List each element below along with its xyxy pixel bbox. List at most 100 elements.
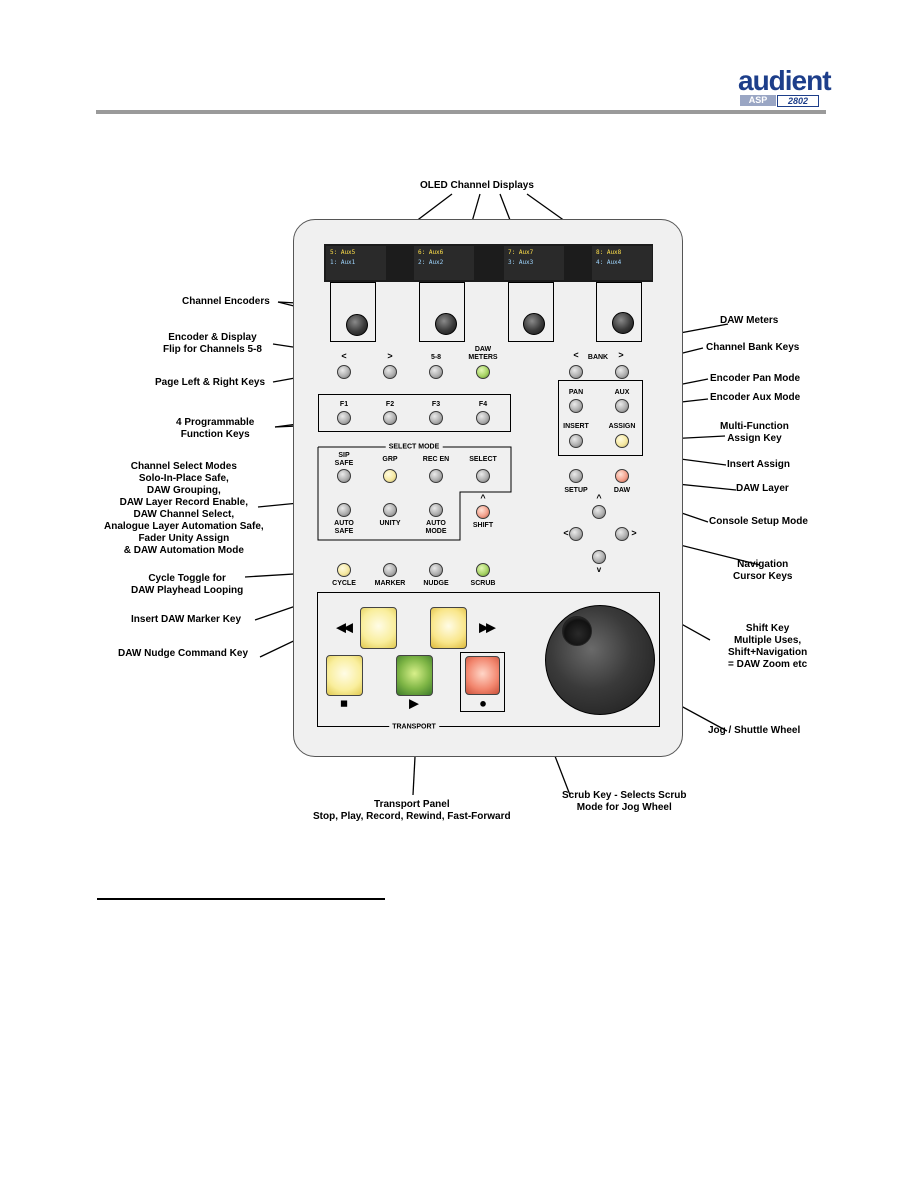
annotation-line: Solo-In-Place Safe,	[138, 473, 229, 484]
annotation-line: Fader Unity Assign	[138, 533, 230, 544]
record-frame	[460, 652, 505, 712]
shift-label: SHIFT	[472, 522, 494, 529]
annotation-line: Function Keys	[180, 429, 250, 440]
shift-caret-label: ^	[480, 493, 486, 503]
nav-right-button[interactable]	[615, 527, 629, 541]
flip-button[interactable]	[429, 365, 443, 379]
record-button[interactable]	[465, 656, 500, 695]
oled-line: 7: Aux7	[508, 249, 534, 256]
logo-model-number: 2802	[777, 95, 819, 107]
logo: audient ASP 2802	[736, 66, 832, 108]
daw-layer-button[interactable]	[615, 469, 629, 483]
setup-label: SETUP	[564, 487, 588, 494]
play-icon: ▶	[409, 695, 419, 711]
nav-up-button[interactable]	[592, 505, 606, 519]
annotation-line: 4 Programmable	[176, 417, 255, 428]
nudge-button[interactable]	[429, 563, 443, 577]
jog-finger-dimple	[562, 616, 592, 646]
oled-line: 2: Aux2	[418, 259, 444, 266]
stop-icon: ■	[340, 695, 348, 711]
oled-display-3: 7: Aux7 3: Aux3	[504, 246, 564, 280]
f3-button[interactable]	[429, 411, 443, 425]
rewind-button[interactable]	[360, 607, 397, 649]
annotation-scrub: Scrub Key - Selects Scrub Mode for Jog W…	[562, 790, 687, 814]
sip-safe-button[interactable]	[337, 469, 351, 483]
nav-down-button[interactable]	[592, 550, 606, 564]
annotation-encoders: Channel Encoders	[182, 296, 270, 307]
shift-button[interactable]	[476, 505, 490, 519]
annotation-line: Channel Select Modes	[130, 461, 237, 472]
daw-label: DAW	[613, 487, 631, 494]
daw-meters-button[interactable]	[476, 365, 490, 379]
annotation-line: Transport Panel	[374, 799, 450, 810]
page-left-button[interactable]	[337, 365, 351, 379]
annotation-line: Mode for Jog Wheel	[576, 802, 672, 813]
grp-button[interactable]	[383, 469, 397, 483]
rec-en-label: REC EN	[422, 456, 450, 463]
annotation-line: DAW Playhead Looping	[131, 585, 244, 596]
f1-button[interactable]	[337, 411, 351, 425]
ffwd-button[interactable]	[430, 607, 467, 649]
oled-display-4: 8: Aux8 4: Aux4	[592, 246, 652, 280]
aux-button[interactable]	[615, 399, 629, 413]
nudge-label: NUDGE	[423, 580, 449, 587]
bank-left-label: <	[573, 350, 579, 360]
annotation-setup-mode: Console Setup Mode	[709, 516, 808, 527]
jog-shuttle-wheel[interactable]	[545, 605, 655, 715]
nav-right-label: >	[631, 528, 637, 538]
cycle-label: CYCLE	[332, 580, 356, 587]
auto-safe-label: AUTO SAFE	[334, 520, 354, 536]
play-button[interactable]	[396, 655, 433, 696]
annotation-line: Encoder & Display	[168, 332, 257, 343]
annotation-line: Cursor Keys	[733, 571, 793, 582]
marker-button[interactable]	[383, 563, 397, 577]
label-line: DAW	[474, 346, 492, 353]
channel-encoder-4[interactable]	[612, 312, 634, 334]
annotation-select-modes: Channel Select Modes Solo-In-Place Safe,…	[104, 461, 264, 557]
grp-label: GRP	[382, 456, 398, 463]
annotation-pan: Encoder Pan Mode	[710, 373, 801, 384]
daw-meters-label: DAW METERS	[468, 346, 497, 362]
stop-button[interactable]	[326, 655, 363, 696]
channel-encoder-1[interactable]	[346, 314, 368, 336]
annotation-line: Multiple Uses,	[733, 635, 802, 646]
annotation-flip: Encoder & Display Flip for Channels 5-8	[163, 332, 262, 356]
cycle-button[interactable]	[337, 563, 351, 577]
label-line: AUTO	[426, 520, 446, 527]
page-left-label: <	[341, 351, 347, 361]
annotation-marker: Insert DAW Marker Key	[131, 614, 242, 625]
annotation-line: Shift+Navigation	[728, 647, 808, 658]
encoder-frame	[596, 282, 642, 342]
record-icon: ●	[479, 695, 487, 711]
f1-label: F1	[339, 401, 349, 408]
auto-mode-button[interactable]	[429, 503, 443, 517]
annotation-page: Page Left & Right Keys	[155, 377, 266, 388]
nav-left-button[interactable]	[569, 527, 583, 541]
insert-button[interactable]	[569, 434, 583, 448]
logo-model: ASP 2802	[740, 95, 819, 107]
scrub-button[interactable]	[476, 563, 490, 577]
bank-left-button[interactable]	[569, 365, 583, 379]
rec-en-button[interactable]	[429, 469, 443, 483]
nav-down-label: v	[596, 565, 602, 574]
annotation-line: Stop, Play, Record, Rewind, Fast-Forward	[313, 811, 511, 822]
setup-button[interactable]	[569, 469, 583, 483]
bank-right-button[interactable]	[615, 365, 629, 379]
channel-encoder-2[interactable]	[435, 313, 457, 335]
auto-safe-button[interactable]	[337, 503, 351, 517]
select-button[interactable]	[476, 469, 490, 483]
annotation-jog: Jog / Shuttle Wheel	[708, 725, 801, 736]
annotation-line: & DAW Automation Mode	[123, 545, 244, 556]
encoder-mode-box	[558, 380, 643, 456]
annotation-nudge: DAW Nudge Command Key	[118, 648, 249, 659]
page-right-button[interactable]	[383, 365, 397, 379]
f4-button[interactable]	[476, 411, 490, 425]
label-line: AUTO	[334, 520, 354, 527]
pan-button[interactable]	[569, 399, 583, 413]
unity-button[interactable]	[383, 503, 397, 517]
channel-encoder-3[interactable]	[523, 313, 545, 335]
assign-button[interactable]	[615, 434, 629, 448]
annotation-transport: Transport Panel Stop, Play, Record, Rewi…	[313, 799, 511, 823]
f2-button[interactable]	[383, 411, 397, 425]
sip-safe-label: SIP SAFE	[335, 452, 354, 468]
